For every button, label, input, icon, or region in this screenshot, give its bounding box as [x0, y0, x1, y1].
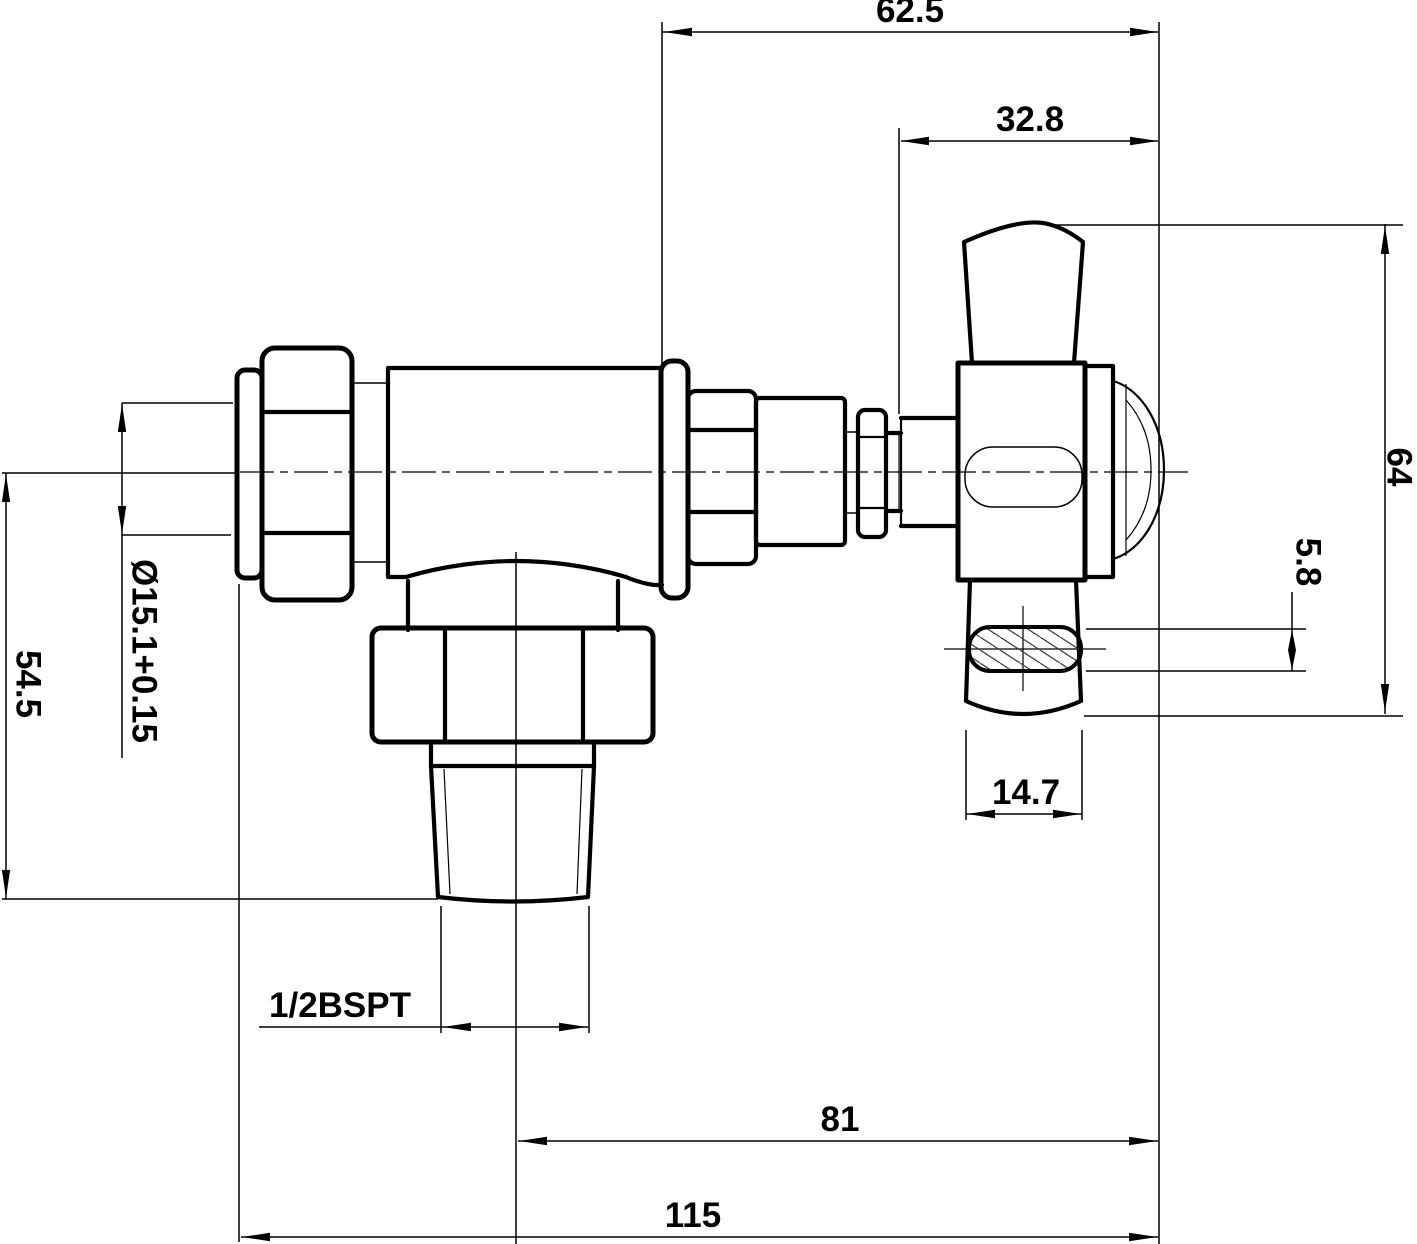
outlet-hex-nut [369, 625, 656, 745]
arrowhead-bottom [1288, 650, 1296, 670]
handle-top-arm [961, 220, 1086, 366]
valve-body [385, 365, 665, 588]
bonnet-cylinder [753, 395, 848, 548]
dim-line [898, 128, 1158, 414]
packing-nut [855, 407, 889, 540]
arrowhead-right [1129, 1136, 1157, 1146]
arrowhead-left [443, 1022, 471, 1032]
thread-root-left [443, 768, 451, 895]
dim-line [259, 906, 590, 1033]
arrowhead-right [1053, 809, 1081, 819]
dim-line [1050, 224, 1403, 717]
dim-grip-width-label: 14.7 [992, 773, 1060, 812]
arrowhead-right [1130, 27, 1158, 37]
arrowhead-right [1130, 136, 1158, 146]
dim-thread-spec-label: 1/2BSPT [269, 986, 411, 1025]
dim-grip-section-height-label: 5.8 [1289, 538, 1328, 587]
dim-line [2, 472, 438, 900]
union-nut [259, 345, 355, 603]
dim-overall-length-label: 115 [665, 1196, 721, 1235]
arrowhead-bottom [1380, 684, 1390, 712]
dim-grip-width: 14.7 [965, 730, 1083, 820]
arrowhead-top [1288, 630, 1296, 650]
thread-root-right [576, 768, 583, 895]
dim-bore-diameter: Ø15.1+0.15 [117, 402, 233, 758]
arrowhead-left [242, 1232, 270, 1242]
arrowhead-right [559, 1022, 587, 1032]
dim-axis-to-thread-end-label: 54.5 [9, 650, 48, 718]
dim-handle-offset-label: 32.8 [996, 100, 1064, 139]
dim-thread-spec: 1/2BSPT [259, 906, 590, 1033]
dim-handle-height-label: 64 [1380, 448, 1417, 487]
handle-dome-inner-arc [1125, 399, 1152, 541]
arrowhead-left [967, 809, 995, 819]
arrowhead-right [1129, 1232, 1157, 1242]
dim-outlet-to-handle: 81 [518, 1100, 1158, 1146]
arrowhead-bottom [117, 506, 127, 534]
dim-outlet-to-handle-label: 81 [821, 1100, 860, 1139]
arrowhead-bottom [1, 870, 11, 898]
arrowhead-top [1380, 226, 1390, 254]
handle-grip-profile [964, 446, 1083, 508]
arrowhead-left [901, 136, 929, 146]
dim-line [121, 402, 233, 758]
thread-stub-bottom [435, 894, 591, 904]
dim-overall-length: 115 [238, 584, 1158, 1242]
dim-handle-offset: 32.8 [898, 100, 1158, 414]
dim-overall-width-top-label: 62.5 [876, 0, 944, 30]
dim-grip-section-height: 5.8 [1086, 538, 1328, 672]
dim-overall-width-top: 62.5 [661, 0, 1158, 368]
arrowhead-left [664, 27, 692, 37]
handle-cap-ring [1082, 363, 1116, 580]
arrowhead-top [117, 404, 127, 432]
handle-dome [1111, 379, 1166, 561]
arrowhead-top [1, 474, 11, 502]
dim-bore-diameter-label: Ø15.1+0.15 [125, 559, 164, 743]
valve-outline [234, 220, 1166, 904]
dim-line [238, 584, 1158, 1242]
dim-handle-height: 64 [1050, 224, 1417, 717]
dim-axis-to-thread-end: 54.5 [1, 472, 438, 900]
arrowhead-left [519, 1136, 547, 1146]
dim-line [661, 22, 1158, 368]
grip-section-hatch [967, 625, 1083, 673]
